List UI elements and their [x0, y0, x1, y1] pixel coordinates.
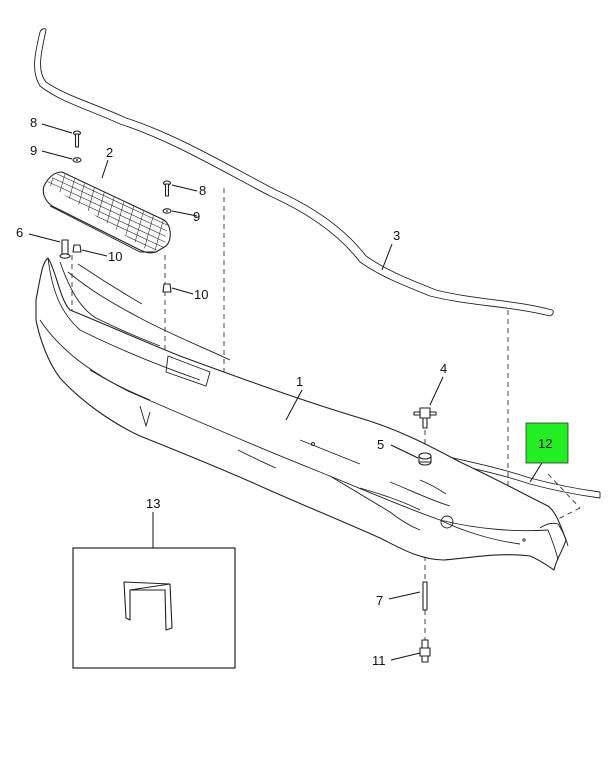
fastener-8-right [162, 180, 172, 197]
callout-7: 7 [376, 593, 383, 608]
washer-9-right [162, 208, 172, 214]
callout-10-left: 10 [108, 249, 122, 264]
callout-12: 12 [538, 436, 552, 451]
callout-1: 1 [296, 374, 303, 389]
callout-2: 2 [106, 145, 113, 160]
callout-4: 4 [440, 361, 447, 376]
grommet-part-5 [418, 452, 432, 466]
callout-11: 11 [372, 653, 386, 668]
fastener-8-left [72, 130, 82, 148]
callout-labels: 1 2 3 4 5 6 7 8 8 9 9 10 10 11 12 13 [16, 115, 552, 668]
callout-6: 6 [16, 225, 23, 240]
fitting-part-11 [419, 639, 431, 663]
washer-9-left [72, 157, 82, 163]
highlight-box-12 [525, 422, 569, 464]
hose-part-3 [34, 28, 554, 317]
valve-part-4 [413, 407, 437, 429]
callout-13: 13 [146, 496, 160, 511]
detail-box-part-13 [72, 547, 236, 669]
pin-part-7 [422, 581, 428, 611]
callout-8-right: 8 [199, 183, 206, 198]
nut-10-right [162, 283, 172, 293]
callout-8-left: 8 [30, 115, 37, 130]
callout-9-left: 9 [30, 143, 37, 158]
nut-10-left [72, 244, 82, 253]
callout-9-right: 9 [193, 209, 200, 224]
callout-3: 3 [393, 228, 400, 243]
callout-10-right: 10 [194, 287, 208, 302]
callout-5: 5 [377, 437, 384, 452]
callout-leaders [28, 123, 546, 661]
cowl-tray-part-1 [35, 257, 569, 571]
stud-part-6 [59, 239, 71, 259]
